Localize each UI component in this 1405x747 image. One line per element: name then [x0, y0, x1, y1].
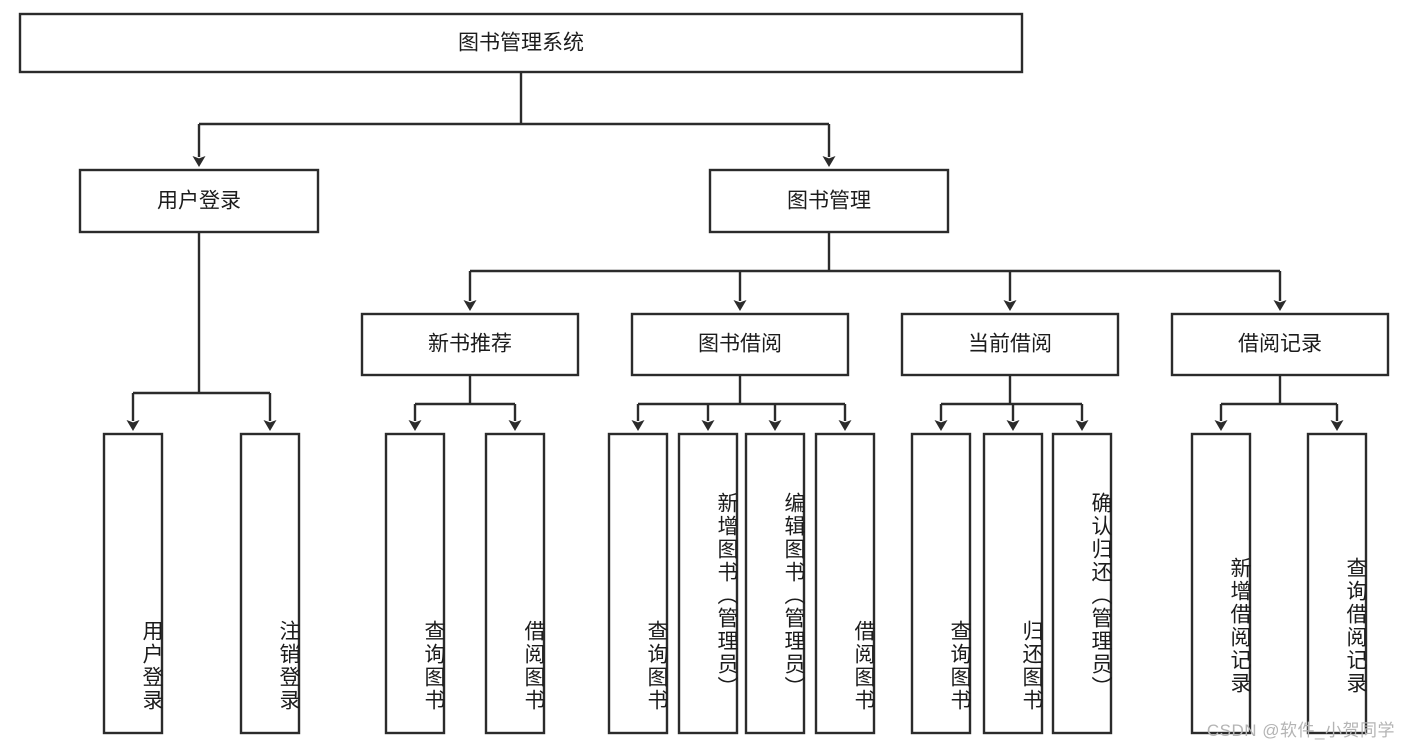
node-box-new-book-recommend[interactable]	[360, 312, 580, 377]
node-label-book-management: 图书管理	[787, 190, 871, 213]
node-box-leaf-logout[interactable]	[239, 432, 301, 735]
node-box-current-borrow[interactable]	[900, 312, 1120, 377]
connector-current-to-leaves	[934, 375, 1089, 431]
connector-recommend-to-leaves	[408, 375, 522, 431]
node-box-leaf-query-book-borrow[interactable]	[607, 432, 669, 735]
node-box-leaf-return-book[interactable]	[982, 432, 1044, 735]
node-box-leaf-borrow-book-recommend[interactable]	[484, 432, 546, 735]
connector-root-to-level2	[192, 72, 836, 167]
node-box-root[interactable]	[18, 12, 1024, 74]
node-label-current-borrow: 当前借阅	[968, 333, 1052, 356]
node-box-leaf-user-login[interactable]	[102, 432, 164, 735]
node-boxes	[18, 12, 1390, 735]
node-box-leaf-query-book-recommend[interactable]	[384, 432, 446, 735]
csdn-watermark: CSDN @软件_小贺同学	[1206, 721, 1395, 740]
connector-bookmgmt-to-level3	[463, 232, 1287, 311]
node-box-leaf-query-borrow-record[interactable]	[1306, 432, 1368, 735]
node-box-leaf-add-book-admin[interactable]	[677, 432, 739, 735]
node-box-user-login[interactable]	[78, 168, 320, 234]
node-box-leaf-borrow-book[interactable]	[814, 432, 876, 735]
node-box-leaf-edit-book-admin[interactable]	[744, 432, 806, 735]
node-label-book-borrow: 图书借阅	[698, 333, 782, 356]
node-label-root: 图书管理系统	[458, 32, 584, 55]
node-label-user-login: 用户登录	[157, 190, 241, 213]
connector-borrow-to-leaves	[631, 375, 852, 431]
node-box-leaf-add-borrow-record[interactable]	[1190, 432, 1252, 735]
connector-record-to-leaves	[1214, 375, 1344, 431]
node-box-leaf-query-book-current[interactable]	[910, 432, 972, 735]
node-label-borrow-record: 借阅记录	[1238, 333, 1322, 356]
node-box-leaf-confirm-return-admin[interactable]	[1051, 432, 1113, 735]
node-label-new-book-recommend: 新书推荐	[428, 333, 512, 356]
connector-userlogin-to-leaves	[126, 232, 277, 431]
